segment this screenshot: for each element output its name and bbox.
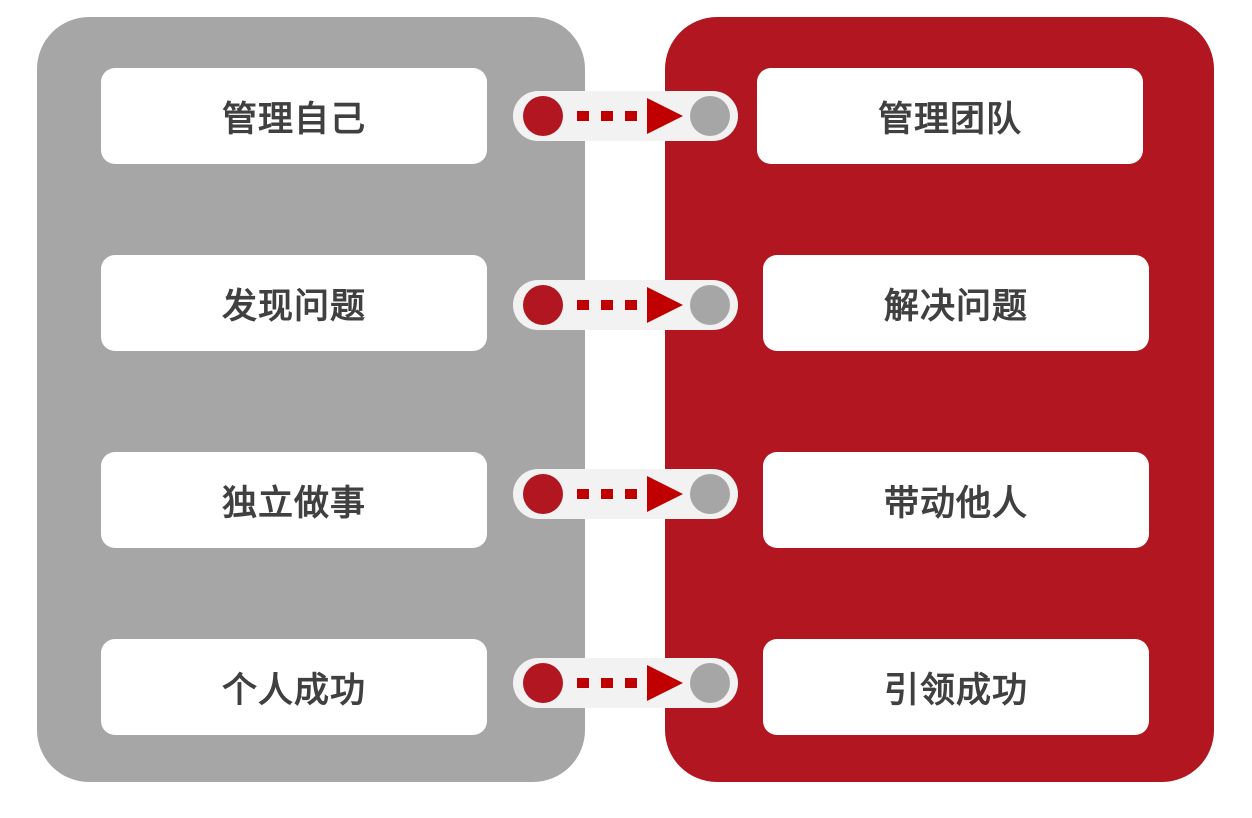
left-card-label: 个人成功	[221, 670, 366, 711]
right-card-lead-others: 带动他人	[763, 452, 1149, 548]
left-card-label: 独立做事	[221, 483, 366, 524]
end-dot-icon	[690, 285, 730, 325]
end-dot-icon	[690, 96, 730, 136]
end-dot-icon	[690, 474, 730, 514]
start-dot-icon	[523, 474, 563, 514]
dash-icon	[577, 111, 589, 121]
dash-icon	[601, 111, 613, 121]
right-card-label: 引领成功	[883, 670, 1028, 711]
dash-icon	[625, 678, 637, 688]
start-dot-icon	[523, 96, 563, 136]
arrow-right-icon	[647, 287, 683, 323]
arrow-right-icon	[647, 665, 683, 701]
dash-icon	[577, 300, 589, 310]
arrow-connector	[513, 91, 738, 141]
start-dot-icon	[523, 663, 563, 703]
arrow-connector	[513, 658, 738, 708]
arrow-connector	[513, 280, 738, 330]
dash-icon	[625, 489, 637, 499]
left-card-find-problems: 发现问题	[101, 255, 487, 351]
arrow-right-icon	[647, 98, 683, 134]
dash-icon	[601, 678, 613, 688]
arrow-connector	[513, 469, 738, 519]
right-card-solve-problems: 解决问题	[763, 255, 1149, 351]
dash-icon	[625, 111, 637, 121]
left-card-label: 发现问题	[221, 286, 366, 327]
dash-icon	[625, 300, 637, 310]
start-dot-icon	[523, 285, 563, 325]
right-card-label: 带动他人	[883, 483, 1028, 524]
left-card-work-independently: 独立做事	[101, 452, 487, 548]
right-card-leading-success: 引领成功	[763, 639, 1149, 735]
left-card-personal-success: 个人成功	[101, 639, 487, 735]
dash-icon	[601, 489, 613, 499]
right-card-label: 管理团队	[877, 99, 1022, 140]
dash-icon	[577, 489, 589, 499]
end-dot-icon	[690, 663, 730, 703]
dash-icon	[577, 678, 589, 688]
dash-icon	[601, 300, 613, 310]
left-card-label: 管理自己	[221, 99, 366, 140]
arrow-right-icon	[647, 476, 683, 512]
left-card-manage-self: 管理自己	[101, 68, 487, 164]
right-card-label: 解决问题	[883, 286, 1028, 327]
right-card-manage-team: 管理团队	[757, 68, 1143, 164]
